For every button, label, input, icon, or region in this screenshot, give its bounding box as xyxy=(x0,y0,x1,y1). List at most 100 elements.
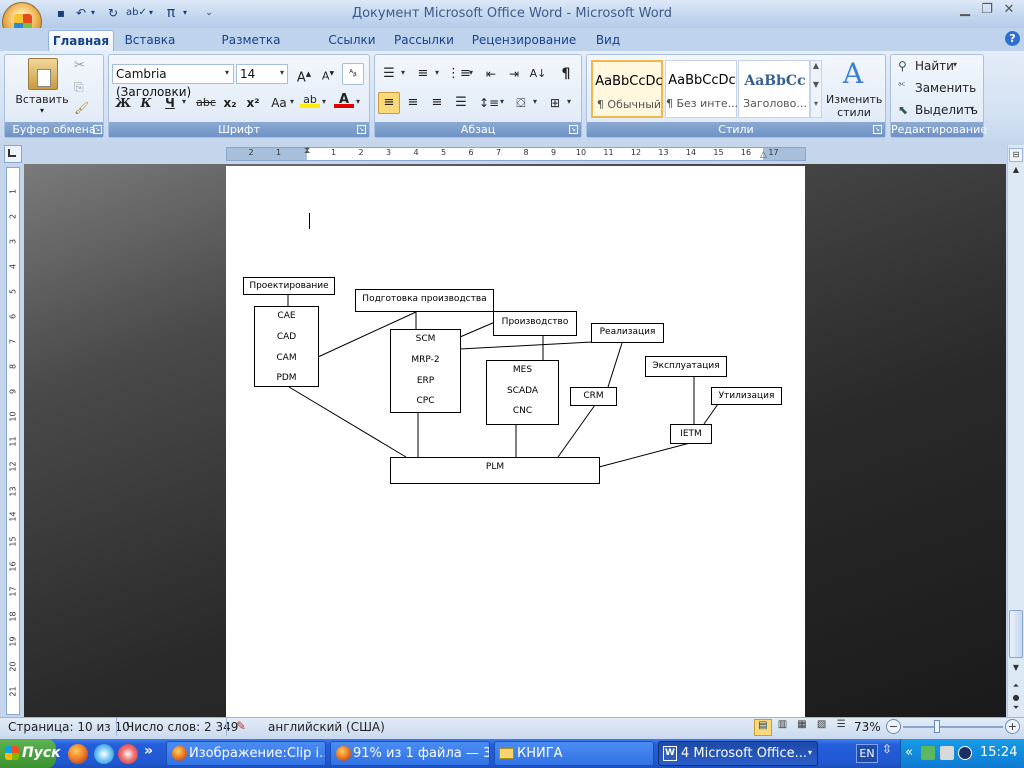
clear-formatting-icon[interactable]: ᴬᵦ xyxy=(342,63,364,85)
zoom-slider-track[interactable] xyxy=(903,726,1003,728)
borders-dropdown-icon[interactable]: ▾ xyxy=(567,97,572,106)
bullets-icon[interactable]: ☰ xyxy=(383,66,395,81)
quicklaunch-more-icon[interactable]: » xyxy=(144,743,154,759)
line-spacing-dropdown-icon[interactable]: ▾ xyxy=(500,97,505,106)
language-status[interactable]: английский (США) xyxy=(268,720,385,734)
paste-icon[interactable] xyxy=(28,58,58,90)
grow-font-icon[interactable]: A▲ xyxy=(296,70,312,86)
align-left-icon[interactable]: ≡ xyxy=(378,92,400,114)
security-icon[interactable] xyxy=(958,746,972,760)
change-case-dropdown-icon[interactable]: ▾ xyxy=(290,97,295,106)
multilevel-dropdown-icon[interactable]: ▾ xyxy=(469,68,474,77)
replace-button[interactable]: Заменить xyxy=(915,81,977,95)
next-page-icon[interactable]: ⏷ xyxy=(1012,703,1020,712)
line-spacing-icon[interactable]: ↕≡ xyxy=(479,96,500,110)
styles-launcher-icon[interactable]: ↘ xyxy=(873,125,882,134)
zoom-out-icon[interactable]: − xyxy=(886,719,901,734)
tab-selector[interactable] xyxy=(4,145,22,163)
bullets-dropdown-icon[interactable]: ▾ xyxy=(401,68,406,77)
decrease-indent-icon[interactable]: ⇤ xyxy=(485,67,497,81)
tray-expand-icon[interactable]: « xyxy=(905,745,913,760)
redo-icon[interactable]: ↻ xyxy=(107,6,119,20)
select-button[interactable]: Выделить xyxy=(915,103,978,117)
vertical-ruler[interactable] xyxy=(6,167,20,715)
font-size-combo[interactable]: 14 xyxy=(236,64,288,84)
align-center-icon[interactable]: ≡ xyxy=(407,95,419,110)
font-name-combo[interactable]: Cambria (Заголовки) xyxy=(112,64,234,99)
paste-dropdown-icon[interactable]: ▾ xyxy=(40,106,45,115)
subscript-button[interactable]: x₂ xyxy=(223,96,237,110)
close-icon[interactable]: ✕ xyxy=(1003,2,1015,17)
indent-marker-icon[interactable]: ⧗ xyxy=(304,146,311,156)
vertical-scrollbar[interactable]: ⊟ ▲ ▼ ⏶ ● ⏷ xyxy=(1007,145,1024,717)
replace-icon[interactable]: ᵃᶜ xyxy=(898,81,906,92)
scroll-up-icon[interactable]: ▲ xyxy=(1012,165,1020,174)
tab-references[interactable]: Ссылки xyxy=(328,33,376,47)
style-heading[interactable]: AaBbCc Заголово... xyxy=(738,60,810,118)
equation-dropdown-icon[interactable]: ▾ xyxy=(182,8,187,17)
bold-button[interactable]: Ж xyxy=(115,96,131,110)
taskbar-group-dropdown-icon[interactable]: ▾ xyxy=(808,748,813,757)
zoom-level[interactable]: 73% xyxy=(854,720,881,734)
firefox-quicklaunch-icon[interactable] xyxy=(68,744,88,764)
shading-dropdown-icon[interactable]: ▾ xyxy=(533,97,538,106)
web-layout-view-icon[interactable]: ▦ xyxy=(797,719,807,730)
minimize-icon[interactable]: ▁ xyxy=(960,2,970,17)
proofing-icon[interactable]: ✎ xyxy=(236,719,247,733)
shading-icon[interactable]: ⛋ xyxy=(516,96,526,110)
find-dropdown-icon[interactable]: ▾ xyxy=(953,60,958,69)
spelling-dropdown-icon[interactable]: ▾ xyxy=(148,8,153,17)
spelling-icon[interactable]: ab✓ xyxy=(126,7,147,18)
shrink-font-icon[interactable]: A▼ xyxy=(321,69,335,83)
underline-dropdown-icon[interactable]: ▾ xyxy=(182,97,187,106)
scroll-thumb[interactable] xyxy=(1009,610,1023,658)
highlight-dropdown-icon[interactable]: ▾ xyxy=(322,97,327,106)
superscript-button[interactable]: x² xyxy=(246,96,260,110)
tab-view[interactable]: Вид xyxy=(595,33,621,47)
tab-mailings[interactable]: Рассылки xyxy=(394,33,454,47)
zoom-in-icon[interactable]: + xyxy=(1005,719,1020,734)
customize-toolbar-icon[interactable]: ⌄ xyxy=(205,8,213,18)
undo-dropdown-icon[interactable]: ▾ xyxy=(90,8,95,17)
language-indicator[interactable]: EN xyxy=(856,744,878,763)
page-count-status[interactable]: Страница: 10 из 10 xyxy=(8,720,130,734)
right-indent-marker-icon[interactable]: △ xyxy=(760,150,767,160)
font-color-dropdown-icon[interactable]: ▾ xyxy=(356,97,361,106)
italic-button[interactable]: К xyxy=(140,96,152,110)
find-icon[interactable]: ⚲ xyxy=(898,59,907,73)
ruler-toggle-icon[interactable]: ⊟ xyxy=(1009,148,1023,162)
tab-insert[interactable]: Вставка xyxy=(124,33,176,47)
numbering-dropdown-icon[interactable]: ▾ xyxy=(435,68,440,77)
tray-app-icon[interactable] xyxy=(940,746,954,760)
language-bar-icon[interactable]: ⇳ xyxy=(882,742,893,756)
draft-view-icon[interactable]: ☰ xyxy=(836,719,846,730)
strikethrough-button[interactable]: abc xyxy=(196,96,216,109)
taskbar-item-folder[interactable]: КНИГА xyxy=(494,741,654,766)
full-screen-view-icon[interactable]: ▥ xyxy=(777,719,788,730)
font-name-dropdown-icon[interactable]: ▾ xyxy=(225,68,230,77)
media-quicklaunch-icon[interactable] xyxy=(118,744,138,764)
change-styles-icon[interactable]: A xyxy=(842,57,864,90)
clock[interactable]: 15:24 xyxy=(980,745,1018,760)
paste-button-label[interactable]: Вставить xyxy=(15,93,69,106)
change-case-button[interactable]: Aa xyxy=(271,96,287,110)
tab-home[interactable]: Главная xyxy=(48,30,114,52)
justify-icon[interactable]: ☰ xyxy=(455,95,467,110)
font-size-dropdown-icon[interactable]: ▾ xyxy=(280,68,285,77)
horizontal-ruler[interactable]: ⧗ △ xyxy=(226,146,806,161)
font-color-icon[interactable]: A xyxy=(334,92,354,112)
borders-icon[interactable]: ⊞ xyxy=(549,96,561,110)
browser-quicklaunch-icon[interactable] xyxy=(94,744,114,764)
sort-icon[interactable]: A↓ xyxy=(529,67,547,80)
style-no-spacing[interactable]: AaBbCcDc ¶ Без инте... xyxy=(665,60,738,118)
paragraph-launcher-icon[interactable]: ↘ xyxy=(569,125,578,134)
select-icon[interactable]: ⬉ xyxy=(898,103,909,117)
tab-review[interactable]: Рецензирование xyxy=(471,33,577,47)
scroll-down-icon[interactable]: ▼ xyxy=(1012,663,1020,672)
increase-indent-icon[interactable]: ⇥ xyxy=(508,67,520,81)
select-dropdown-icon[interactable]: ▾ xyxy=(970,104,975,113)
clipboard-launcher-icon[interactable]: ↘ xyxy=(93,125,102,134)
help-icon[interactable]: ? xyxy=(1005,31,1020,46)
cut-icon[interactable]: ✂ xyxy=(74,58,85,73)
browse-object-icon[interactable]: ● xyxy=(1012,693,1020,702)
